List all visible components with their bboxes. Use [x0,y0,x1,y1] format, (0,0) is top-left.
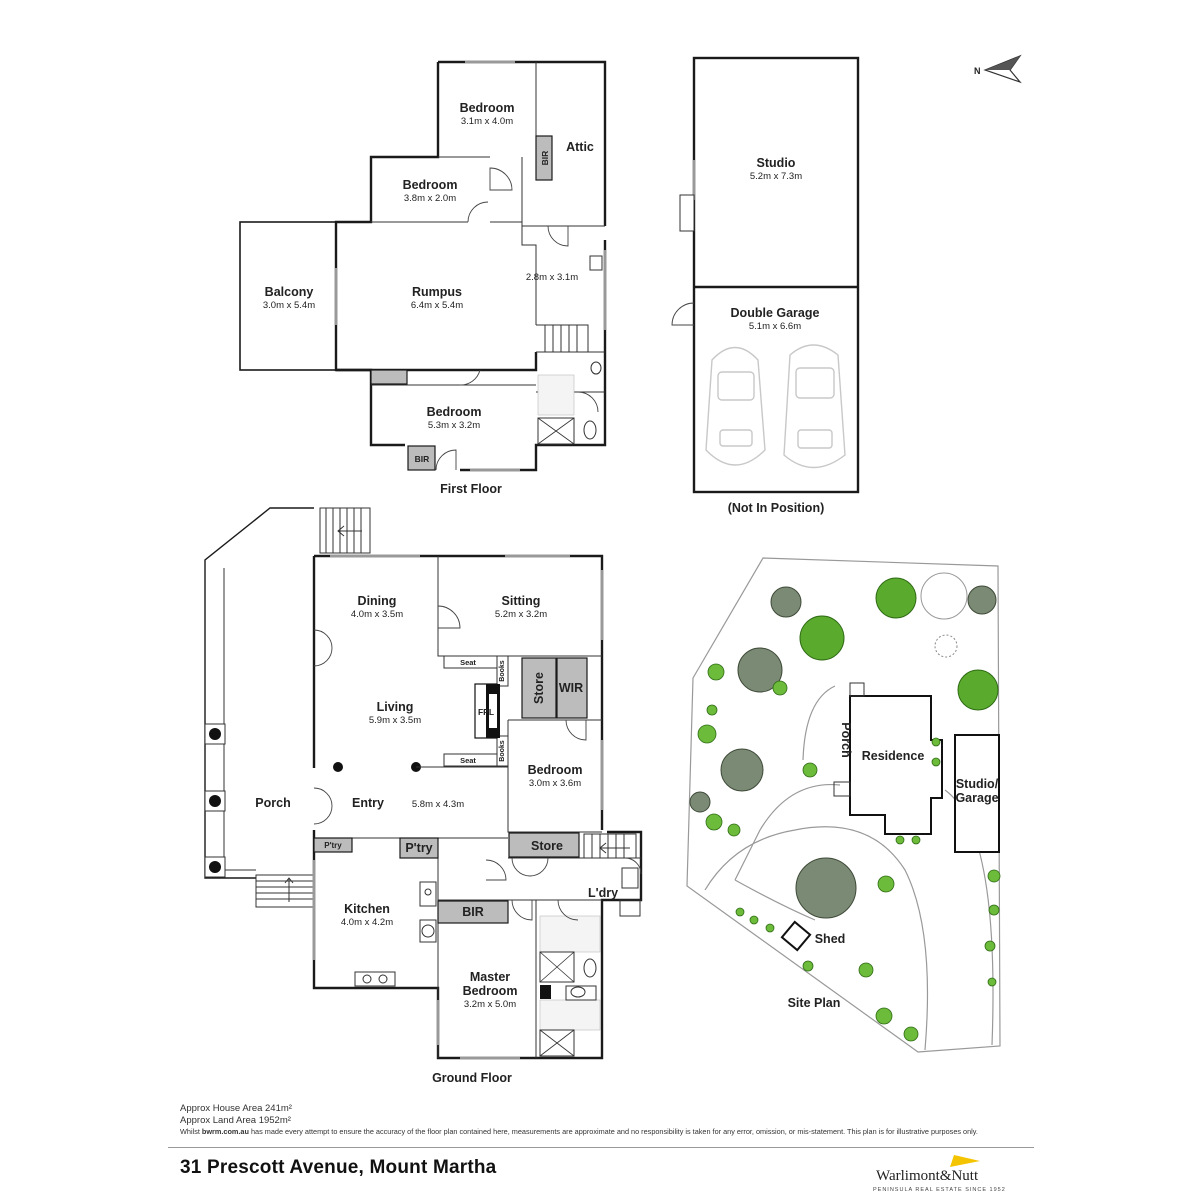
site-plan: Residence Porch Studio/ Garage Shed Site… [686,557,1001,1053]
books-label: Books [499,740,506,762]
tree-icon [689,577,999,919]
gf-room-name: Kitchen [344,902,390,916]
land-area: Approx Land Area 1952m² [180,1115,291,1126]
disclaimer: Whilst bwrm.com.au has made every attemp… [180,1127,1040,1137]
site-plan-caption: Site Plan [788,996,841,1010]
ff-room-name: Balcony [265,285,314,299]
wir-label: WIR [559,681,583,695]
gf-room-dims: 4.0m x 3.5m [351,609,403,620]
ff-room-name: Rumpus [412,285,462,299]
gf-room-dims: 5.9m x 3.5m [369,715,421,726]
ff-room-name: Bedroom [403,178,458,192]
gf-room-dims: 5.8m x 4.3m [412,799,464,810]
brand-flag-icon [950,1155,980,1167]
garage-block-plan: Studio 5.2m x 7.3m Double Garage 5.1m x … [671,56,860,515]
gf-room-dims: 5.2m x 3.2m [495,609,547,620]
first-floor-caption: First Floor [440,482,502,496]
gf-room-name: Entry [352,796,384,810]
shrub-icon [697,663,1001,1042]
gf-room-dims: 3.2m x 5.0m [464,999,516,1010]
gf-room-name: Master [470,970,510,984]
garage-room-dims: 5.1m x 6.6m [749,321,801,332]
ff-room-name: Bedroom [460,101,515,115]
gf-room-name: Dining [358,594,397,608]
disclaimer-text: has made every attempt to ensure the acc… [248,1127,978,1136]
disclaimer-prefix: Whilst [180,1127,202,1136]
footer-notes: Approx House Area 241m² Approx Land Area… [180,1103,1040,1137]
pantry-label: P'try [405,841,432,855]
divider [168,1147,1034,1148]
ff-room-dims: 3.1m x 4.0m [461,116,513,127]
property-address: 31 Prescott Avenue, Mount Martha [180,1157,497,1178]
north-label: N [974,66,981,76]
garage-room-name: Studio [757,156,796,170]
studio-garage-label: Studio/ [956,777,999,791]
porch-post-icon [204,723,226,878]
ff-room-dims: 5.3m x 3.2m [428,420,480,431]
pantry-label: P'try [324,841,342,850]
ff-room-dims: 3.0m x 5.4m [263,300,315,311]
studio-garage-label: Garage [955,791,998,805]
books-label: Books [499,660,506,682]
gf-room-name: Sitting [502,594,541,608]
ground-floor-plan: Dining 4.0m x 3.5m Sitting 5.2m x 3.2m L… [204,507,643,1085]
gf-room-name: Porch [255,796,290,810]
house-area: Approx House Area 241m² [180,1103,292,1114]
ff-room-name: Bedroom [427,405,482,419]
bir-label: BIR [415,454,430,464]
first-floor-plan: Bedroom 3.1m x 4.0m Attic Bedroom 3.8m x… [239,60,607,496]
seat-label: Seat [460,658,476,667]
bir-label: BIR [540,151,550,166]
garage-room-name: Double Garage [731,306,820,320]
garage-room-dims: 5.2m x 7.3m [750,171,802,182]
laundry-label: L'dry [588,886,618,900]
gf-room-dims: 4.0m x 4.2m [341,917,393,928]
residence-label: Residence [862,749,925,763]
ff-room-dims: 3.8m x 2.0m [404,193,456,204]
store-label: Store [532,672,546,704]
north-arrow-icon: N [974,54,1022,84]
ground-floor-caption: Ground Floor [432,1071,512,1085]
fireplace-label: FPL [478,707,494,717]
gf-room-name: Bedroom [463,984,518,998]
gf-room-dims: 3.0m x 3.6m [529,778,581,789]
brand-logo: Warlimont&Nutt [876,1168,979,1184]
gf-room-name: Bedroom [528,763,583,777]
seat-label: Seat [460,756,476,765]
ff-room-name: Attic [566,140,594,154]
gf-room-name: Living [377,700,414,714]
disclaimer-site: bwrm.com.au [201,1127,249,1136]
shed-label: Shed [815,932,846,946]
store-label: Store [531,839,563,853]
not-in-position-caption: (Not In Position) [728,501,825,515]
ff-room-dims: 6.4m x 5.4m [411,300,463,311]
ff-room-dims: 2.8m x 3.1m [526,272,578,283]
bir-label: BIR [462,905,484,919]
porch-label: Porch [839,722,853,757]
brand-tagline: PENINSULA REAL ESTATE SINCE 1952 [873,1187,1006,1193]
